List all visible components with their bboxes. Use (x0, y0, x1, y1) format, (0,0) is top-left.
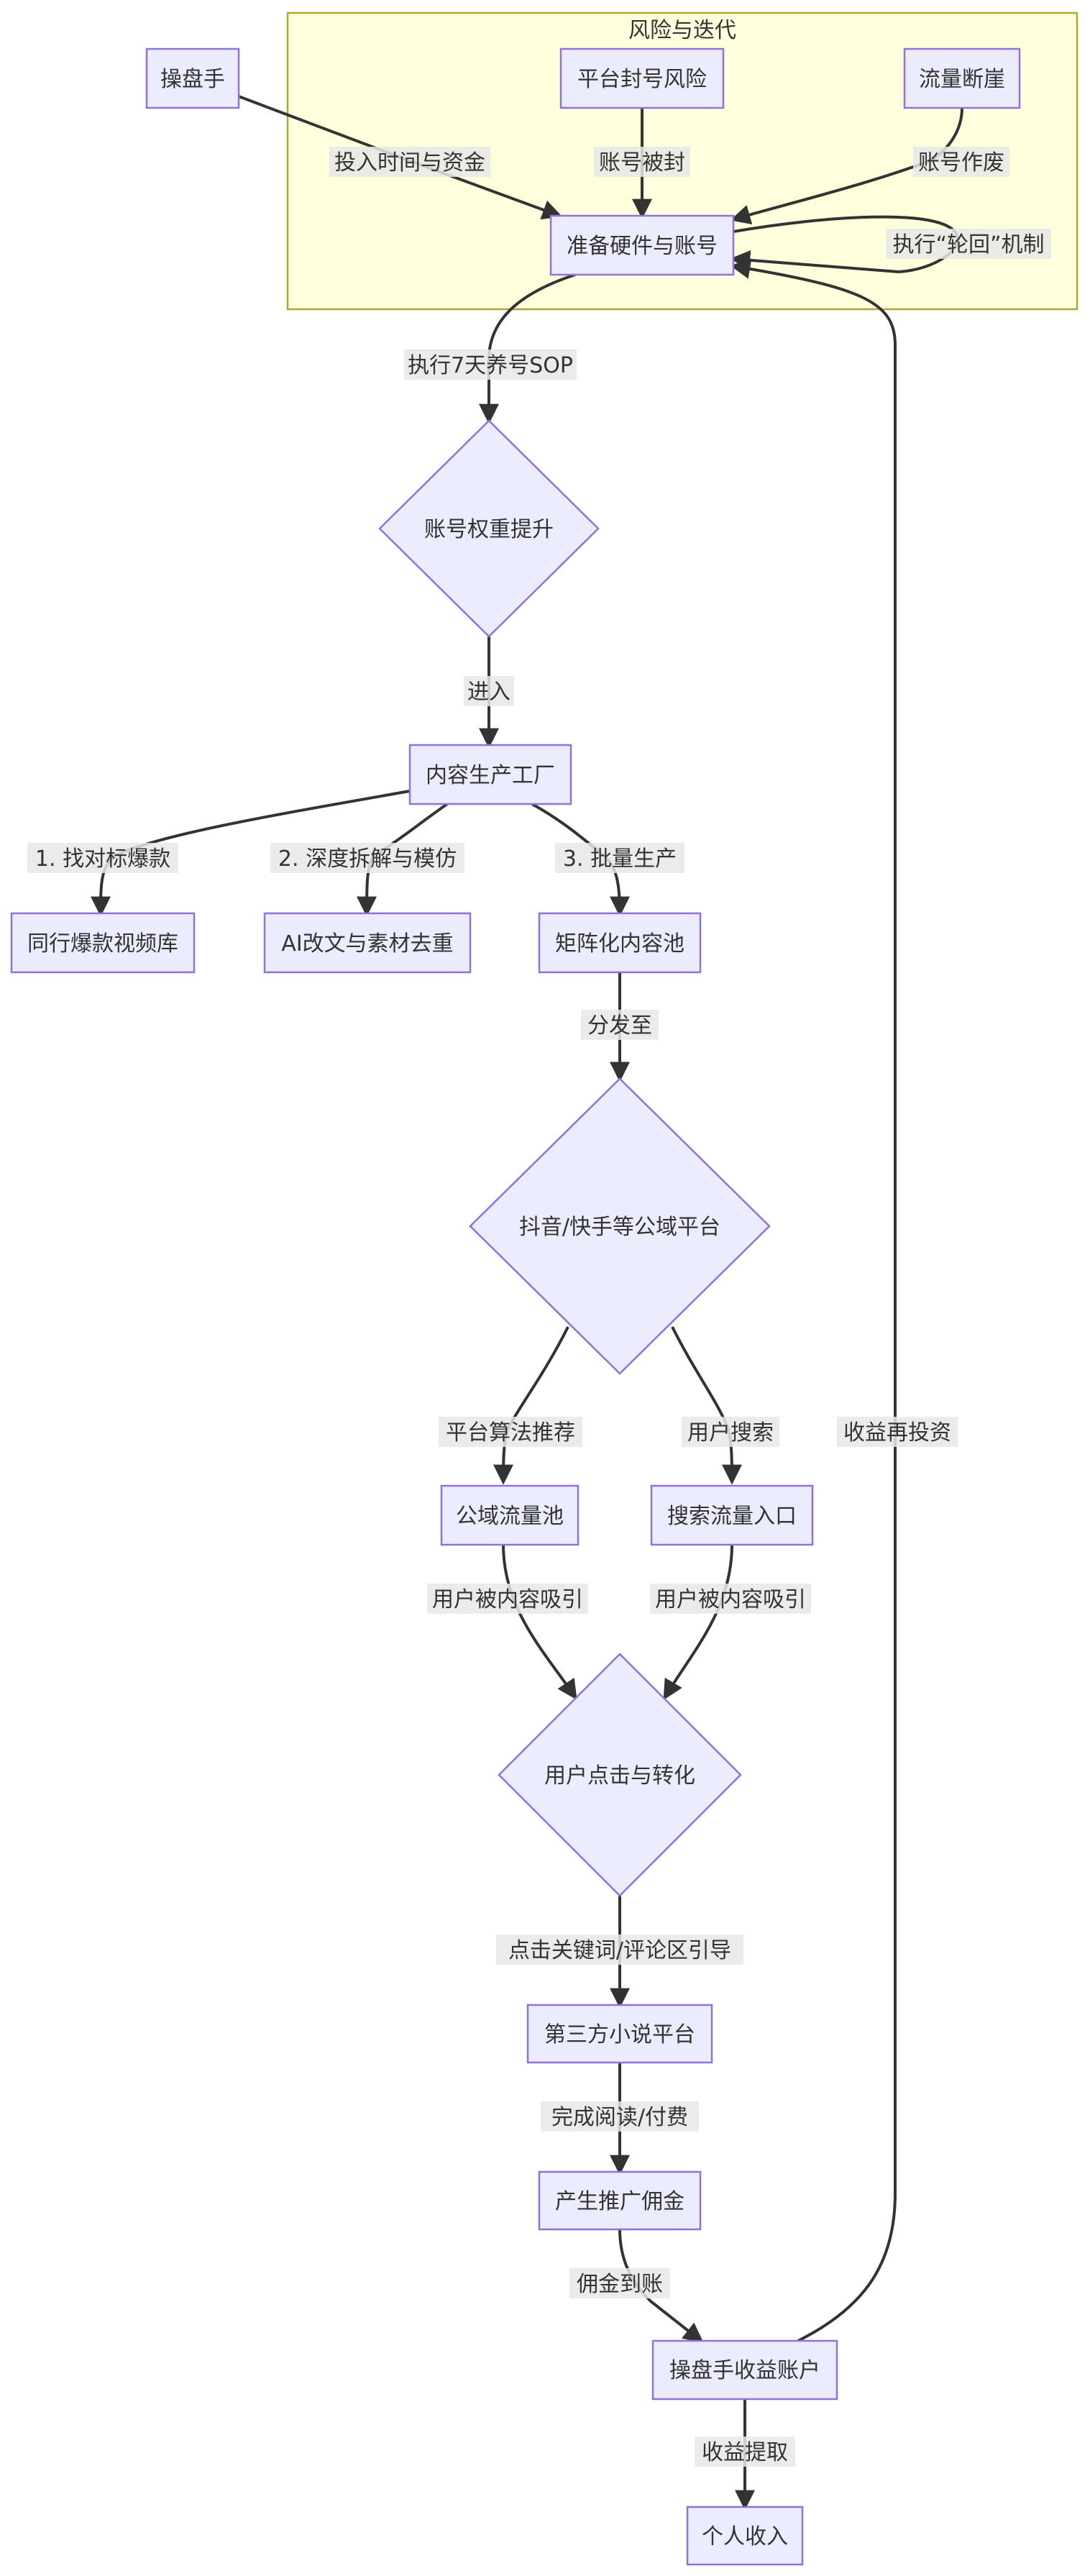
node-commission[interactable]: 产生推广佣金 (538, 2170, 702, 2231)
svg-text:用户搜索: 用户搜索 (687, 1420, 774, 1445)
svg-text:收益再投资: 收益再投资 (843, 1420, 951, 1445)
edge-label-click-guide: 点击关键词/评论区引导 (496, 1935, 743, 1965)
node-search-traffic-entry[interactable]: 搜索流量入口 (650, 1484, 814, 1546)
edge-label-attracted-right: 用户被内容吸引 (650, 1584, 811, 1614)
edge-labels: 投入时间与资金 账号被封 账号作废 执行“轮回”机制 执行7天养号SOP 进入 … (27, 147, 1051, 2467)
svg-text:分发至: 分发至 (587, 1013, 652, 1038)
svg-text:流量断崖: 流量断崖 (919, 67, 1005, 92)
svg-text:2. 深度拆解与模仿: 2. 深度拆解与模仿 (278, 846, 457, 872)
svg-text:产生推广佣金: 产生推广佣金 (555, 2189, 684, 2214)
edge-label-read-pay: 完成阅读/付费 (541, 2101, 699, 2132)
svg-text:个人收入: 个人收入 (702, 2524, 788, 2549)
svg-text:执行“轮回”机制: 执行“轮回”机制 (892, 232, 1044, 257)
svg-text:操盘手: 操盘手 (160, 67, 225, 92)
svg-text:内容生产工厂: 内容生产工厂 (426, 763, 555, 788)
edge-label-invest: 投入时间与资金 (329, 147, 490, 177)
edge-label-withdraw: 收益提取 (695, 2436, 795, 2467)
edge-label-search: 用户搜索 (682, 1417, 779, 1447)
edge-cliff-prepare (730, 107, 963, 225)
node-public-platforms[interactable]: 抖音/快手等公域平台 (469, 1077, 771, 1375)
svg-text:账号作废: 账号作废 (918, 150, 1004, 175)
svg-text:进入: 进入 (467, 680, 510, 705)
cluster-title: 风险与迭代 (628, 18, 736, 43)
edge-label-attracted-left: 用户被内容吸引 (427, 1584, 588, 1614)
edge-search-click (663, 1544, 733, 1701)
svg-text:平台算法推荐: 平台算法推荐 (446, 1420, 575, 1445)
nodes: 操盘手 平台封号风险 流量断崖 准备硬件与账号 账号权重提升 内容生产工厂 同行… (10, 47, 1021, 2566)
edge-label-reinvest: 收益再投资 (837, 1417, 958, 1447)
svg-text:准备硬件与账号: 准备硬件与账号 (567, 234, 718, 259)
svg-text:AI改文与素材去重: AI改文与素材去重 (281, 931, 453, 956)
svg-text:完成阅读/付费: 完成阅读/付费 (551, 2105, 688, 2130)
edge-rebirth-loop (730, 215, 959, 274)
svg-text:操盘手收益账户: 操盘手收益账户 (669, 2358, 820, 2383)
svg-text:1. 找对标爆款: 1. 找对标爆款 (35, 846, 170, 872)
edge-label-distribute: 分发至 (581, 1010, 659, 1040)
node-ban-risk[interactable]: 平台封号风险 (559, 47, 725, 109)
edge-revenue-prepare (730, 259, 897, 2342)
svg-text:执行7天养号SOP: 执行7天养号SOP (408, 353, 573, 378)
edge-label-credited: 佣金到账 (569, 2268, 670, 2298)
node-account-weight-up[interactable]: 账号权重提升 (378, 419, 600, 638)
svg-text:点击关键词/评论区引导: 点击关键词/评论区引导 (508, 1938, 731, 1963)
edge-label-step2: 2. 深度拆解与模仿 (270, 843, 464, 873)
edge-label-algo: 平台算法推荐 (439, 1417, 582, 1447)
node-novel-platform[interactable]: 第三方小说平台 (526, 2004, 713, 2064)
svg-text:用户点击与转化: 用户点击与转化 (544, 1763, 695, 1789)
svg-text:抖音/快手等公域平台: 抖音/快手等公域平台 (519, 1215, 720, 1240)
svg-text:公域流量池: 公域流量池 (456, 1504, 564, 1529)
node-prepare-hardware-accounts[interactable]: 准备硬件与账号 (549, 214, 735, 276)
edges (91, 95, 963, 2511)
edge-platforms-search (671, 1326, 742, 1485)
node-traffic-cliff[interactable]: 流量断崖 (903, 47, 1021, 109)
edge-label-enter: 进入 (464, 676, 514, 706)
node-public-traffic-pool[interactable]: 公域流量池 (440, 1484, 580, 1546)
svg-text:3. 批量生产: 3. 批量生产 (563, 846, 677, 872)
svg-text:账号被封: 账号被封 (599, 150, 685, 175)
svg-text:用户被内容吸引: 用户被内容吸引 (432, 1587, 583, 1612)
svg-text:投入时间与资金: 投入时间与资金 (334, 150, 485, 175)
node-operator[interactable]: 操盘手 (145, 47, 240, 109)
edge-label-voided: 账号作废 (913, 147, 1009, 177)
edge-public-click (502, 1544, 577, 1700)
node-matrix-content-pool[interactable]: 矩阵化内容池 (538, 912, 702, 974)
svg-text:平台封号风险: 平台封号风险 (577, 67, 707, 92)
svg-text:搜索流量入口: 搜索流量入口 (667, 1504, 797, 1529)
edge-label-sop: 执行7天养号SOP (404, 350, 577, 380)
node-content-factory[interactable]: 内容生产工厂 (408, 744, 572, 805)
svg-text:同行爆款视频库: 同行爆款视频库 (27, 931, 178, 956)
svg-text:矩阵化内容池: 矩阵化内容池 (555, 931, 684, 956)
node-hot-video-library[interactable]: 同行爆款视频库 (10, 912, 196, 974)
edge-platforms-public (493, 1326, 569, 1485)
edge-label-rebirth: 执行“轮回”机制 (886, 229, 1051, 259)
svg-text:收益提取: 收益提取 (702, 2440, 788, 2465)
svg-text:用户被内容吸引: 用户被内容吸引 (655, 1587, 806, 1612)
edge-factory-library (91, 790, 411, 917)
svg-text:第三方小说平台: 第三方小说平台 (544, 2022, 695, 2047)
node-click-convert[interactable]: 用户点击与转化 (498, 1653, 742, 1897)
edge-label-banned: 账号被封 (594, 147, 690, 177)
svg-text:账号权重提升: 账号权重提升 (424, 517, 554, 542)
node-revenue-account[interactable]: 操盘手收益账户 (651, 2339, 838, 2401)
edge-label-step3: 3. 批量生产 (555, 843, 684, 873)
edge-label-step1: 1. 找对标爆款 (27, 843, 178, 873)
node-personal-income[interactable]: 个人收入 (686, 2506, 804, 2566)
svg-text:佣金到账: 佣金到账 (577, 2272, 663, 2297)
node-ai-rewrite[interactable]: AI改文与素材去重 (263, 912, 472, 974)
